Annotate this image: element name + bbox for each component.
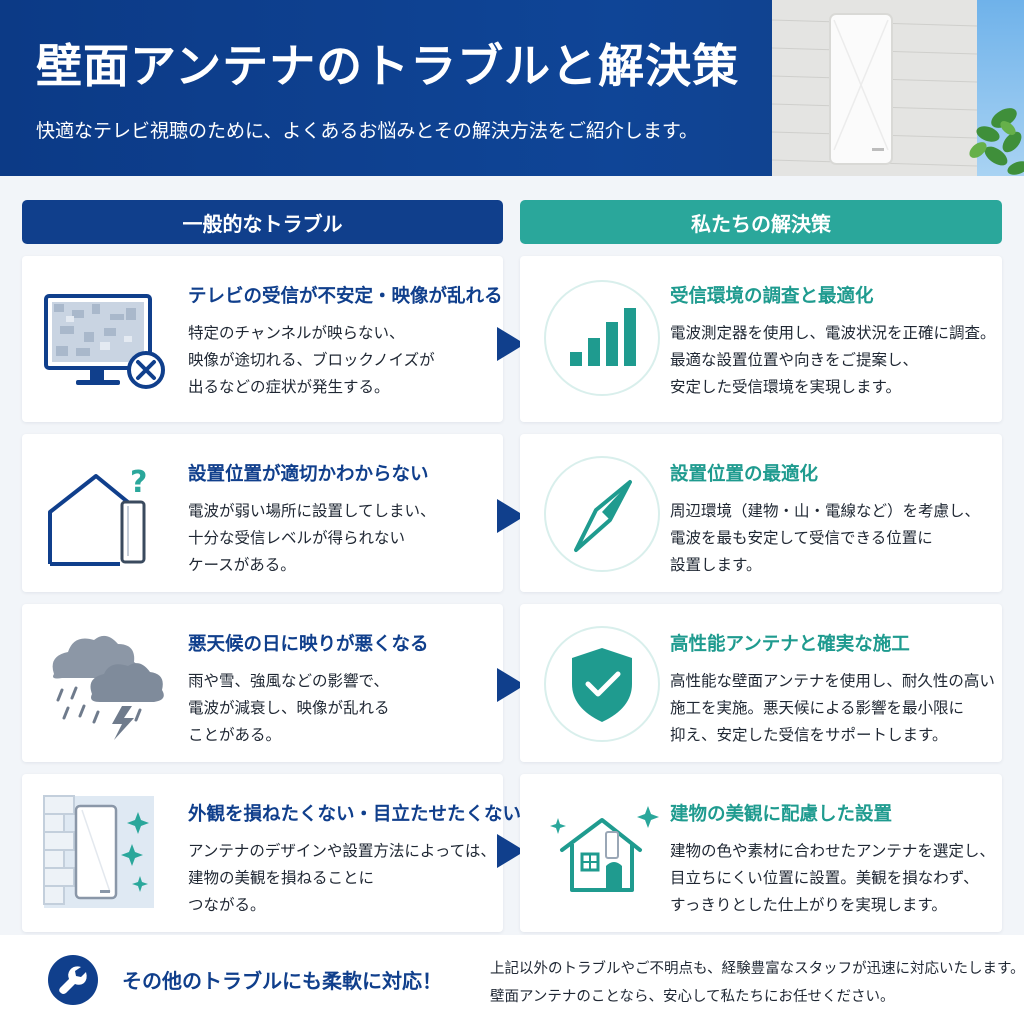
trouble-line: 電波が弱い場所に設置してしまい、 — [188, 502, 436, 520]
trouble-description: 特定のチャンネルが映らない、 映像が途切れる、ブロックノイズが 出るなどの症状が… — [188, 320, 435, 401]
footer-note-line: 壁面アンテナのことなら、安心して私たちにお任せください。 — [490, 989, 895, 1005]
trouble-line: 雨や雪、強風などの影響で、 — [188, 672, 389, 690]
header-banner: 壁面アンテナのトラブルと解決策 快適なテレビ視聴のために、よくあるお悩みとその解… — [0, 0, 1024, 176]
tv-error-icon — [40, 280, 170, 400]
page-title: 壁面アンテナのトラブルと解決策 — [36, 39, 740, 93]
shield-check-icon — [540, 624, 670, 744]
trouble-description: アンテナのデザインや設置方法によっては、 建物の美観を損ねることに つながる。 — [188, 838, 496, 919]
solution-line: 最適な設置位置や向きをご提案し、 — [670, 351, 919, 369]
wall-antenna-photo — [772, 0, 1024, 176]
footer-note-line: 上記以外のトラブルやご不明点も、経験豊富なスタッフが迅速に対応いたします。 — [490, 961, 1024, 977]
footer-note: 上記以外のトラブルやご不明点も、経験豊富なスタッフが迅速に対応いたします。 壁面… — [490, 955, 1024, 1011]
solution-title: 建物の美観に配慮した設置 — [670, 804, 893, 825]
signal-bars-icon — [540, 278, 670, 398]
trouble-card: 悪天候の日に映りが悪くなる 雨や雪、強風などの影響で、 電波が減衰し、映像が乱れ… — [22, 604, 503, 762]
antenna-wall-icon — [40, 792, 170, 912]
trouble-line: 十分な受信レベルが得られない — [188, 529, 406, 547]
column-header-solutions: 私たちの解決策 — [520, 200, 1002, 244]
svg-text:?: ? — [130, 465, 147, 500]
compass-icon — [540, 454, 670, 574]
trouble-line: 出るなどの症状が発生する。 — [188, 378, 390, 396]
trouble-line: 建物の美観を損ねることに — [188, 869, 375, 887]
trouble-title: 外観を損ねたくない・目立たせたくない — [188, 804, 522, 825]
solution-line: 抑え、安定した受信をサポートします。 — [670, 726, 948, 744]
footer-banner: その他のトラブルにも柔軟に対応！ 上記以外のトラブルやご不明点も、経験豊富なスタ… — [0, 935, 1024, 1024]
solution-title: 受信環境の調査と最適化 — [670, 286, 874, 307]
solution-card: 高性能アンテナと確実な施工 高性能な壁面アンテナを使用し、耐久性の高い 施工を実… — [520, 604, 1002, 762]
solution-description: 電波測定器を使用し、電波状況を正確に調査。 最適な設置位置や向きをご提案し、 安… — [670, 320, 996, 401]
trouble-title: 設置位置が適切かわからない — [188, 464, 429, 485]
trouble-line: ケースがある。 — [188, 556, 296, 574]
solution-line: 電波測定器を使用し、電波状況を正確に調査。 — [670, 324, 996, 342]
solution-line: 電波を最も安定して受信できる位置に — [670, 529, 933, 547]
page-subtitle: 快適なテレビ視聴のために、よくあるお悩みとその解決方法をご紹介します。 — [36, 120, 698, 142]
solution-line: 施工を実施。悪天候による影響を最小限に — [670, 699, 965, 717]
solution-description: 周辺環境（建物・山・電線など）を考慮し、 電波を最も安定して受信できる位置に 設… — [670, 498, 980, 579]
solution-line: 安定した受信環境を実現します。 — [670, 378, 901, 396]
solution-line: すっきりとした仕上がりを実現します。 — [670, 896, 947, 914]
solution-card: 建物の美観に配慮した設置 建物の色や素材に合わせたアンテナを選定し、 目立ちにく… — [520, 774, 1002, 932]
trouble-card: テレビの受信が不安定・映像が乱れる 特定のチャンネルが映らない、 映像が途切れる… — [22, 256, 503, 422]
trouble-title: 悪天候の日に映りが悪くなる — [188, 634, 429, 655]
solution-card: 設置位置の最適化 周辺環境（建物・山・電線など）を考慮し、 電波を最も安定して受… — [520, 434, 1002, 592]
trouble-description: 電波が弱い場所に設置してしまい、 十分な受信レベルが得られない ケースがある。 — [188, 498, 436, 579]
solution-title: 設置位置の最適化 — [670, 464, 819, 485]
trouble-card: 外観を損ねたくない・目立たせたくない アンテナのデザインや設置方法によっては、 … — [22, 774, 521, 932]
trouble-line: 映像が途切れる、ブロックノイズが — [188, 351, 435, 369]
trouble-title: テレビの受信が不安定・映像が乱れる — [188, 286, 503, 307]
solution-line: 目立ちにくい位置に設置。美観を損なわず、 — [670, 869, 979, 887]
storm-cloud-icon — [40, 622, 170, 742]
solution-card: 受信環境の調査と最適化 電波測定器を使用し、電波状況を正確に調査。 最適な設置位… — [520, 256, 1002, 422]
trouble-description: 雨や雪、強風などの影響で、 電波が減衰し、映像が乱れる ことがある。 — [188, 668, 390, 749]
solution-title: 高性能アンテナと確実な施工 — [670, 634, 910, 655]
wrench-icon — [48, 955, 98, 1005]
solution-description: 建物の色や素材に合わせたアンテナを選定し、 目立ちにくい位置に設置。美観を損なわ… — [670, 838, 995, 919]
solution-line: 設置します。 — [670, 556, 762, 574]
trouble-line: つながる。 — [188, 896, 266, 914]
solution-line: 建物の色や素材に合わせたアンテナを選定し、 — [670, 842, 995, 860]
trouble-card: ? 設置位置が適切かわからない 電波が弱い場所に設置してしまい、 十分な受信レベ… — [22, 434, 503, 592]
footer-headline: その他のトラブルにも柔軟に対応！ — [122, 969, 442, 993]
solution-description: 高性能な壁面アンテナを使用し、耐久性の高い 施工を実施。悪天候による影響を最小限… — [670, 668, 995, 749]
trouble-line: ことがある。 — [188, 726, 282, 744]
column-header-troubles: 一般的なトラブル — [22, 200, 503, 244]
solution-line: 高性能な壁面アンテナを使用し、耐久性の高い — [670, 672, 995, 690]
trouble-line: 特定のチャンネルが映らない、 — [188, 324, 405, 342]
house-sparkle-icon — [540, 796, 670, 916]
trouble-line: アンテナのデザインや設置方法によっては、 — [188, 842, 496, 860]
trouble-line: 電波が減衰し、映像が乱れる — [188, 699, 390, 717]
solution-line: 周辺環境（建物・山・電線など）を考慮し、 — [670, 502, 981, 520]
house-question-icon: ? — [40, 456, 170, 576]
